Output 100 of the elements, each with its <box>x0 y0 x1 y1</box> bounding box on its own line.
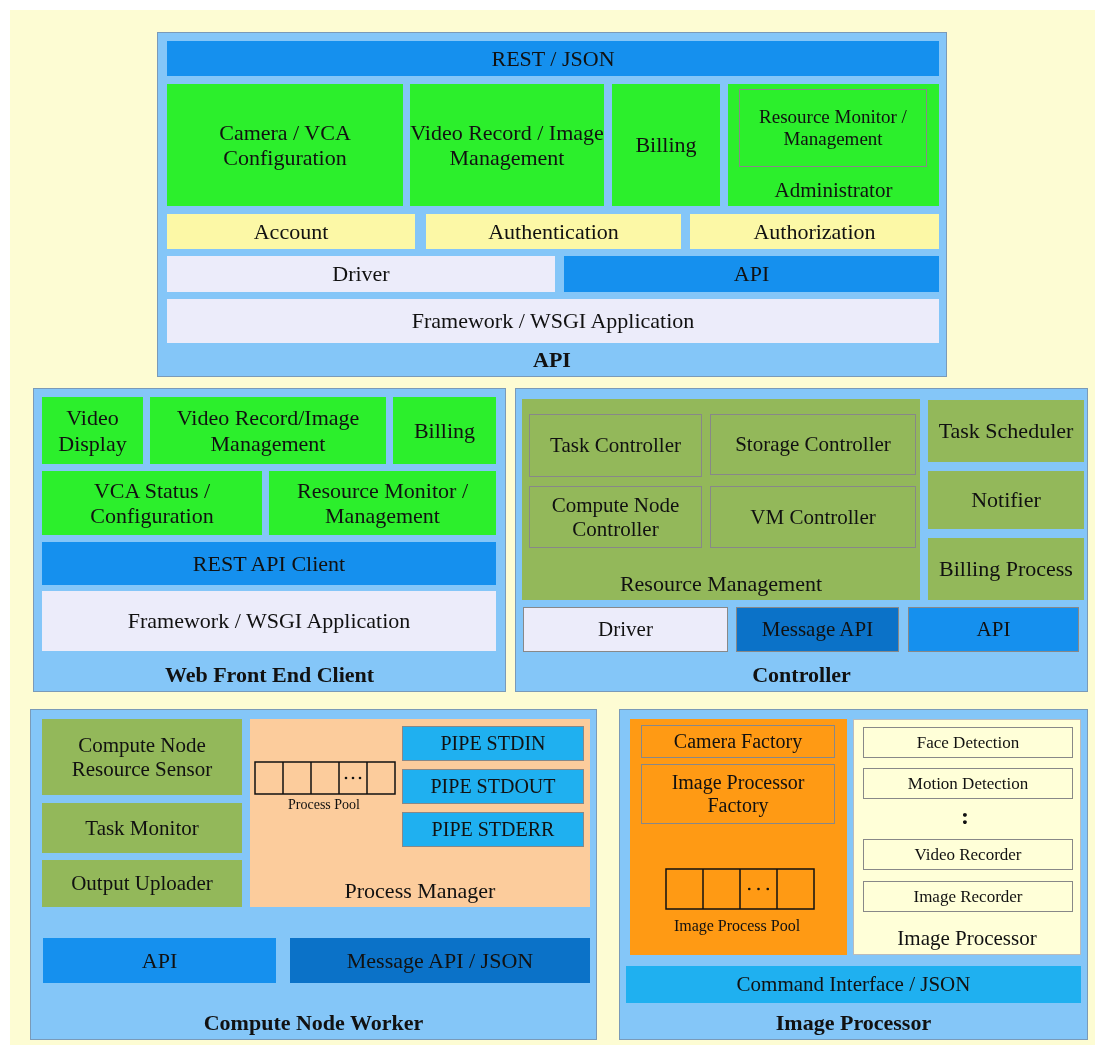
group-title: Image Processor <box>897 925 1037 950</box>
component-box <box>710 486 916 548</box>
component-box <box>167 84 403 206</box>
component-label: Storage Controller <box>735 432 891 457</box>
component-box <box>167 214 415 249</box>
component-box <box>612 84 720 206</box>
component-box <box>402 726 584 761</box>
component-box <box>863 881 1073 912</box>
component-label: Message API <box>761 617 874 642</box>
component-box <box>393 397 496 464</box>
section-panel <box>30 709 597 1040</box>
component-box <box>739 89 927 167</box>
component-box <box>290 938 590 983</box>
component-label: Video Record/Image Management <box>175 405 361 456</box>
component-label: PIPE STDOUT <box>430 775 556 798</box>
section-panel <box>515 388 1088 692</box>
component-box <box>728 84 939 206</box>
component-label: Task Scheduler <box>938 418 1074 444</box>
component-label: Image Recorder <box>913 886 1023 907</box>
component-box <box>522 399 920 600</box>
group-panel <box>630 719 847 955</box>
component-label: Image Processor Factory <box>670 771 806 817</box>
component-label: Driver <box>332 261 390 287</box>
component-box <box>928 471 1084 529</box>
component-label: Billing Process <box>939 556 1073 582</box>
component-box <box>928 400 1084 462</box>
component-box <box>42 591 496 651</box>
component-box <box>410 84 604 206</box>
group-title: Administrator <box>774 177 893 202</box>
section-title: Image Processor <box>775 1009 932 1035</box>
component-box <box>150 397 386 464</box>
component-box <box>641 764 835 824</box>
component-label: Task Monitor <box>85 815 199 841</box>
component-label: PIPE STDERR <box>431 818 555 841</box>
component-box <box>269 471 496 535</box>
component-label: Video Display <box>57 405 128 456</box>
section-title: Web Front End Client <box>164 661 375 687</box>
component-box <box>43 938 276 983</box>
component-box <box>42 860 242 907</box>
component-label: PIPE STDIN <box>440 732 546 755</box>
component-label: Video Record / Image Management <box>410 119 604 171</box>
component-label: Framework / WSGI Application <box>127 608 411 634</box>
component-box <box>42 471 262 535</box>
component-label: Motion Detection <box>907 773 1029 794</box>
component-label: VCA Status / Configuration <box>89 477 215 529</box>
section-title: API <box>533 346 571 372</box>
component-label: REST / JSON <box>491 45 615 72</box>
component-box <box>167 41 939 76</box>
component-box <box>42 397 143 464</box>
component-label: Resource Monitor / Management <box>295 477 470 529</box>
ellipsis-mark: : <box>960 803 970 830</box>
component-box <box>626 966 1081 1003</box>
component-box <box>690 214 939 249</box>
component-box <box>42 542 496 585</box>
component-box <box>42 719 242 795</box>
component-label: Camera Factory <box>673 730 803 753</box>
component-box <box>736 607 899 652</box>
component-label: Authorization <box>753 218 876 245</box>
group-title: Process Manager <box>344 877 496 903</box>
component-label: Video Recorder <box>914 844 1022 865</box>
component-label: REST API Client <box>192 550 346 577</box>
component-label: Message API / JSON <box>346 947 534 974</box>
component-label: Notifier <box>971 487 1041 513</box>
component-label: Billing <box>635 132 697 158</box>
component-label: Task Controller <box>550 433 681 458</box>
component-box <box>42 803 242 853</box>
component-label: Output Uploader <box>71 871 213 896</box>
component-label: Driver <box>598 617 653 642</box>
section-title: Compute Node Worker <box>203 1009 424 1035</box>
component-box <box>426 214 681 249</box>
component-box <box>928 538 1084 600</box>
component-label: Resource Monitor / Management <box>758 106 908 150</box>
component-label: Framework / WSGI Application <box>411 308 695 334</box>
component-label: Compute Node Resource Sensor <box>70 732 214 782</box>
component-box <box>402 812 584 847</box>
section-title: Controller <box>752 661 851 687</box>
component-label: Command Interface / JSON <box>736 972 971 997</box>
component-label: API <box>733 261 770 287</box>
component-box <box>863 727 1073 758</box>
component-label: Account <box>253 218 329 245</box>
component-label: Authentication <box>488 218 619 245</box>
component-box <box>908 607 1079 652</box>
component-label: API <box>976 617 1011 642</box>
component-box <box>863 839 1073 870</box>
component-label: Compute Node Controller <box>550 492 681 542</box>
component-label: Face Detection <box>916 732 1020 753</box>
component-box <box>564 256 939 292</box>
component-label: Billing <box>413 417 476 444</box>
section-panel <box>33 388 506 692</box>
component-box <box>529 414 702 477</box>
component-box <box>853 719 1081 955</box>
pool-caption: Process Pool <box>287 797 361 813</box>
component-box <box>402 769 584 804</box>
pool-caption: Image Process Pool <box>672 917 802 935</box>
component-box <box>863 768 1073 799</box>
component-box <box>250 719 590 907</box>
component-label: Camera / VCA Configuration <box>218 119 352 171</box>
group-title: Resource Management <box>619 570 823 596</box>
component-label: VM Controller <box>750 504 876 530</box>
component-box <box>523 607 728 652</box>
